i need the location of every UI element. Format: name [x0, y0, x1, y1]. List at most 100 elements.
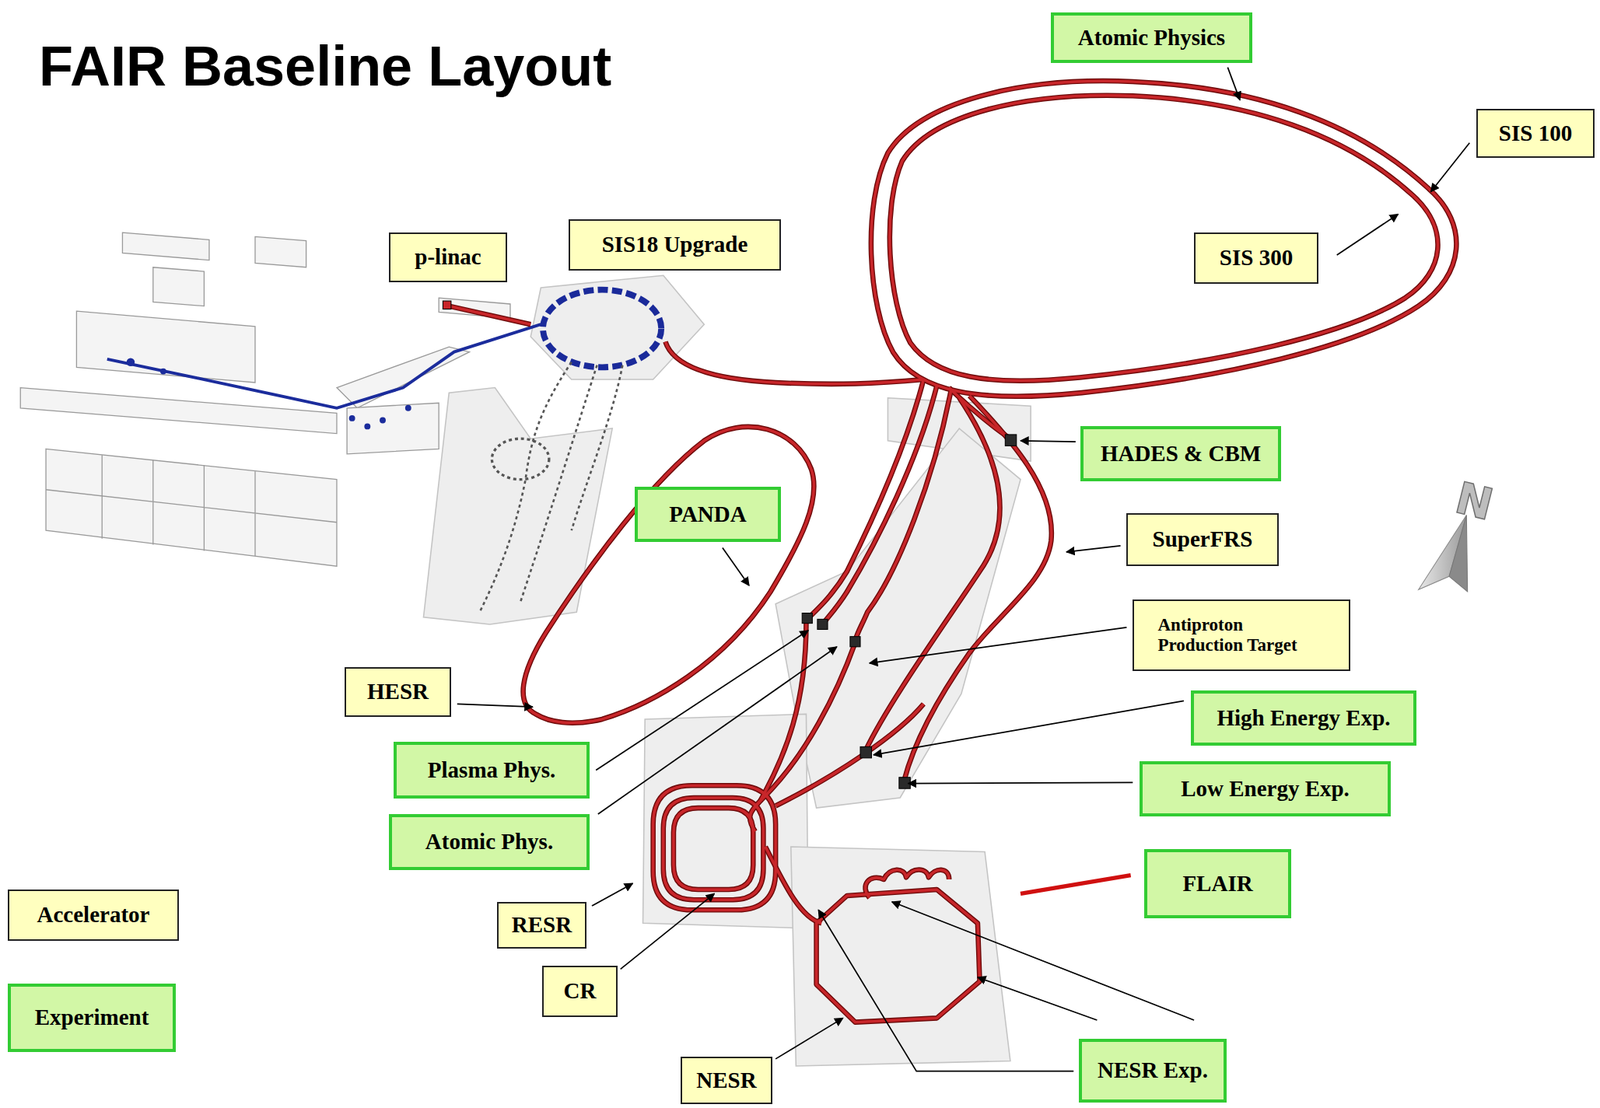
legend-text: Accelerator [37, 902, 151, 928]
illustration-part [665, 342, 924, 385]
label-text: High Energy Exp. [1216, 705, 1390, 732]
illustration-part [816, 889, 981, 1023]
building [76, 311, 256, 383]
label-text: NESR [696, 1067, 757, 1094]
label-text: HESR [367, 679, 429, 705]
accelerator-label-box: p-linac [388, 232, 508, 283]
dot [126, 358, 135, 367]
label-text: PANDA [668, 501, 746, 528]
experiment-label-box: HADES & CBM [1080, 426, 1282, 482]
accelerator-label-box: NESR [680, 1057, 773, 1105]
old-beamlines [479, 362, 624, 613]
flair-marker [1020, 875, 1131, 895]
illustration-part [523, 427, 815, 724]
beamline [520, 365, 597, 603]
experiment-label-box: FLAIR [1144, 849, 1292, 919]
dot [364, 423, 371, 430]
building [20, 388, 337, 435]
illustration-part [448, 306, 531, 326]
compass-arrow [1449, 515, 1468, 592]
illustration-part [889, 95, 1439, 382]
ring-core [448, 80, 1457, 1023]
leader-line [977, 977, 1098, 1021]
leader-lines [457, 67, 1471, 1072]
platform [423, 388, 613, 625]
label-text: Low Energy Exp. [1180, 776, 1350, 802]
leader-line [1020, 441, 1076, 442]
dot [160, 368, 167, 375]
label-text: SIS18 Upgrade [602, 231, 749, 258]
leader-line [892, 902, 1194, 1021]
illustration-part [448, 306, 531, 326]
building [45, 448, 337, 567]
illustration-part [765, 847, 822, 924]
label-text: Plasma Phys. [427, 757, 556, 784]
illustration-part [903, 395, 1051, 781]
target [801, 613, 813, 624]
illustration-part [673, 808, 753, 890]
legend-text: Experiment [35, 1004, 150, 1031]
experiment-label-box: Atomic Phys. [388, 814, 590, 871]
accelerator-label-box: SIS18 Upgrade [568, 219, 781, 271]
beamline [479, 362, 572, 613]
leader-line [598, 647, 837, 815]
illustration-part [871, 80, 1457, 397]
experiment-label-box: Plasma Phys. [393, 742, 590, 799]
illustration-part [865, 398, 1001, 752]
beamline [571, 365, 624, 532]
legend-swatch: Experiment [7, 983, 176, 1053]
platform-group [423, 275, 1031, 1067]
ring-outline [448, 80, 1457, 1023]
target [850, 637, 861, 648]
illustration-part [816, 889, 981, 1023]
label-text: NESR Exp. [1097, 1057, 1208, 1084]
label-text: RESR [511, 912, 572, 939]
illustration-part [759, 622, 806, 802]
building [122, 232, 210, 260]
linac-beamline [107, 324, 542, 409]
accelerator-label-box: CR [542, 966, 618, 1018]
experiment-label-box: Atomic Physics [1050, 12, 1253, 64]
sis18-ring [542, 290, 662, 368]
accelerator-label-box: SuperFRS [1126, 513, 1279, 567]
leader-line [908, 782, 1134, 784]
dot [405, 405, 412, 412]
platform [530, 275, 704, 380]
building-lines [45, 455, 337, 557]
label-text: Antiproton Production Target [1158, 615, 1326, 657]
leader-line [620, 893, 715, 970]
illustration-part [673, 808, 753, 890]
experiment-label-box: High Energy Exp. [1190, 690, 1417, 746]
accelerator-label-box: RESR [497, 902, 587, 949]
dot [379, 417, 386, 424]
label-text: Atomic Phys. [425, 829, 554, 855]
illustration-part [903, 395, 1051, 781]
accelerator-label-box: HESR [344, 667, 452, 718]
leader-line [722, 548, 750, 587]
building [153, 267, 205, 307]
leader-line [1227, 67, 1240, 101]
leader-line [869, 627, 1128, 664]
target [860, 746, 872, 758]
compass-letter: N [1450, 472, 1499, 530]
label-text: FLAIR [1182, 871, 1253, 897]
leader-line [873, 700, 1184, 756]
illustration-part [663, 798, 764, 900]
compass [1418, 515, 1468, 592]
label-text: HADES & CBM [1100, 441, 1261, 467]
leader-line [591, 883, 633, 907]
label-text: CR [563, 978, 597, 1005]
building [255, 236, 307, 267]
experiment-label-box: Low Energy Exp. [1139, 761, 1391, 817]
label-text: SuperFRS [1152, 526, 1254, 553]
dot [349, 415, 356, 422]
illustration-part [865, 869, 950, 898]
leader-line [1066, 546, 1121, 553]
label-text: SIS 300 [1219, 245, 1293, 271]
linac-source [442, 301, 451, 309]
label-text: SIS 100 [1498, 120, 1572, 147]
illustration-layer [20, 67, 1470, 1072]
